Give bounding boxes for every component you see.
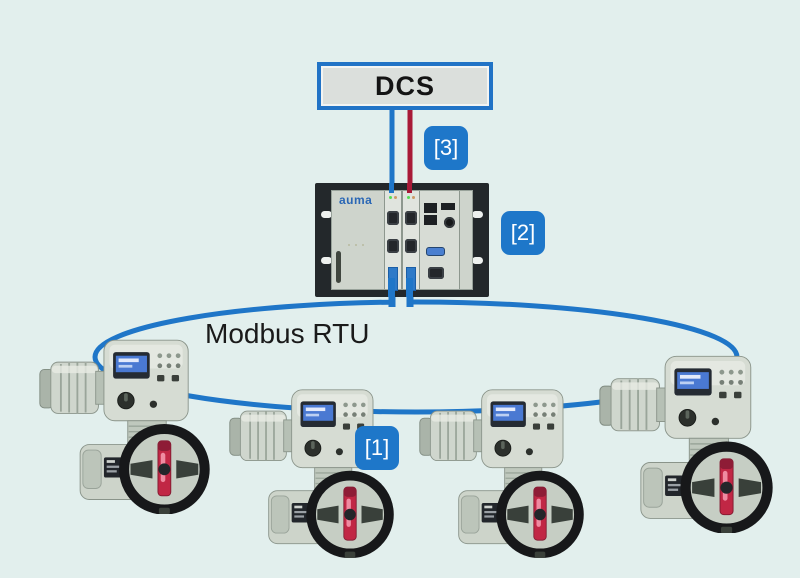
actuator-4 xyxy=(598,347,775,533)
status-led xyxy=(394,196,397,199)
actuator-3 xyxy=(418,381,586,558)
loop-gap-mask xyxy=(395,296,407,309)
cpu-card xyxy=(420,191,460,289)
round-connector xyxy=(444,217,455,228)
vga-connector xyxy=(426,247,445,256)
dcs-label: DCS xyxy=(374,70,435,101)
mounting-hole xyxy=(321,257,332,264)
dcs-link-tag: [3] xyxy=(424,126,468,170)
ethernet-port xyxy=(424,203,437,213)
dcs-cable-stub-blue xyxy=(389,183,394,193)
status-led xyxy=(412,196,415,199)
panel-leds xyxy=(346,243,366,247)
io-card-1 xyxy=(384,191,402,291)
panel-handle xyxy=(336,251,341,283)
master-station: auma xyxy=(315,183,489,297)
dsub-connector xyxy=(405,239,417,253)
ethernet-port xyxy=(424,215,437,225)
actuator-1 xyxy=(38,331,212,514)
dsub-connector xyxy=(405,211,417,225)
mounting-hole xyxy=(472,257,483,264)
usb-port xyxy=(441,203,455,210)
mounting-hole xyxy=(472,211,483,218)
master-station-tag: [2] xyxy=(501,211,545,255)
fieldbus-tag: [1] xyxy=(355,426,399,470)
bus-cable-stub xyxy=(388,278,395,297)
dsub-connector xyxy=(387,211,399,225)
front-panel: auma xyxy=(331,190,473,291)
io-card-2 xyxy=(402,191,420,291)
auma-logo: auma xyxy=(339,193,373,207)
dsub-connector xyxy=(428,267,444,279)
dcs-cable-stub-red xyxy=(407,183,412,193)
status-led xyxy=(389,196,392,199)
dcs-box: DCS xyxy=(317,62,493,110)
mounting-hole xyxy=(321,211,332,218)
modbus-rtu-label: Modbus RTU xyxy=(205,318,370,349)
bus-cable-stub xyxy=(406,278,413,297)
dsub-connector xyxy=(387,239,399,253)
status-led xyxy=(407,196,410,199)
